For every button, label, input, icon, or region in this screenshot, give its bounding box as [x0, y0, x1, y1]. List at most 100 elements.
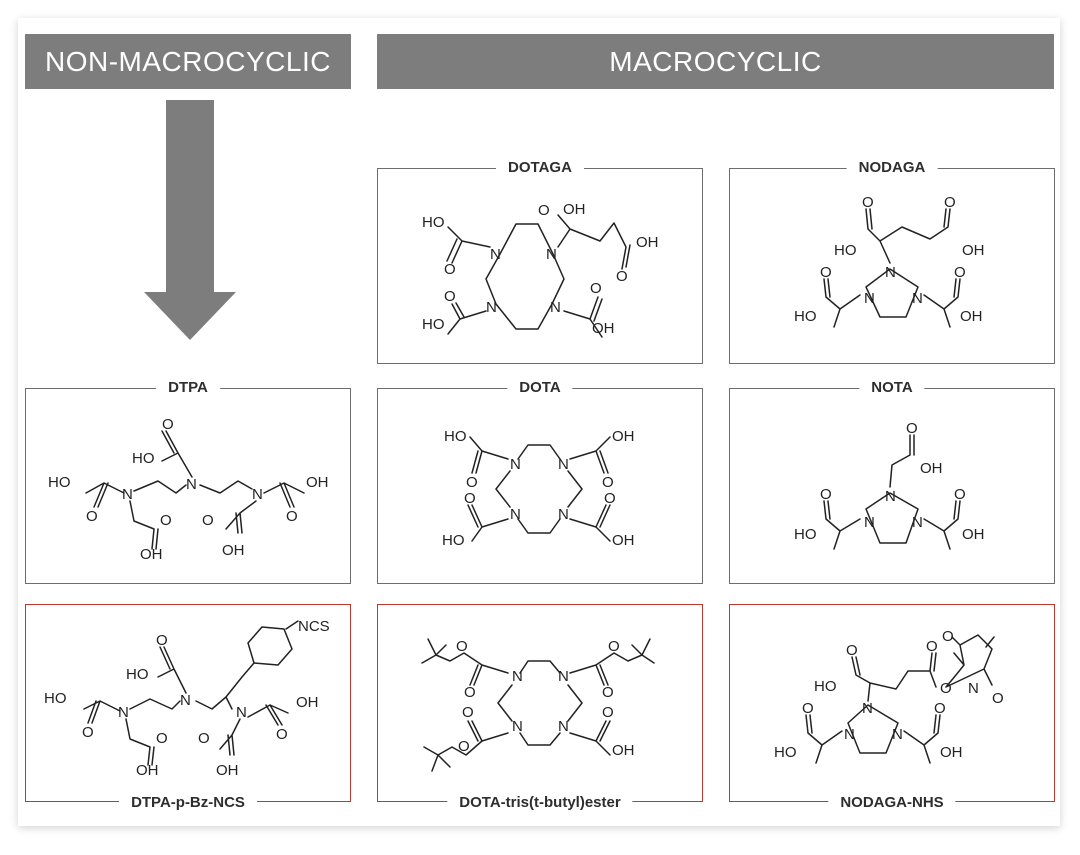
atom-oh: OH: [962, 526, 985, 543]
atom-oh: OH: [960, 308, 983, 325]
atom-o: O: [934, 700, 946, 717]
down-arrow-icon: [144, 100, 236, 340]
atom-ho: HO: [794, 308, 817, 325]
atom-n: N: [892, 726, 903, 743]
atom-o: O: [944, 194, 956, 211]
atom-oh: OH: [940, 744, 963, 761]
atom-n: N: [968, 680, 979, 697]
atom-ho: HO: [422, 214, 445, 231]
atom-ncs: NCS: [298, 618, 330, 635]
macrocyclic-header: MACROCYCLIC: [377, 34, 1054, 89]
atom-ho: HO: [774, 744, 797, 761]
atom-n: N: [510, 456, 521, 473]
atom-oh: OH: [306, 474, 329, 491]
atom-o: O: [616, 268, 628, 285]
atom-o: O: [202, 512, 214, 529]
card-dtpa-label: DTPA: [156, 379, 220, 396]
nodaga-nhs-structure: N N N O HO O O N O O O HO O OH: [774, 628, 1004, 764]
atom-o: O: [276, 726, 288, 743]
atom-n: N: [486, 299, 497, 316]
atom-o: O: [444, 288, 456, 305]
atom-n: N: [490, 246, 501, 263]
atom-ho: HO: [132, 450, 155, 467]
non-macrocyclic-title: NON-MACROCYCLIC: [45, 45, 331, 77]
atom-n: N: [512, 718, 523, 735]
dtpa-p-bz-ncs-structure: N N N NCS O HO HO O O OH OH O O OH: [44, 618, 330, 779]
atom-ho: HO: [44, 690, 67, 707]
card-dtpa-p-bz-ncs-label: DTPA-p-Bz-NCS: [119, 794, 257, 811]
atom-ho: HO: [814, 678, 837, 695]
atom-oh: OH: [962, 242, 985, 259]
atom-n: N: [558, 456, 569, 473]
atom-n: N: [118, 704, 129, 721]
atom-o: O: [602, 684, 614, 701]
atom-o: O: [82, 724, 94, 741]
dotaga-structure: N N N N HO O O OH OH O O HO O OH: [422, 201, 659, 338]
atom-ho: HO: [126, 666, 149, 683]
atom-n: N: [186, 476, 197, 493]
atom-o: O: [992, 690, 1004, 707]
atom-o: O: [156, 730, 168, 747]
card-nota-label: NOTA: [859, 379, 925, 396]
atom-o: O: [942, 628, 954, 645]
atom-o: O: [464, 684, 476, 701]
atom-o: O: [456, 638, 468, 655]
atom-o: O: [802, 700, 814, 717]
atom-n: N: [912, 514, 923, 531]
non-macrocyclic-header: NON-MACROCYCLIC: [25, 34, 351, 89]
card-nota: NOTA N N N O OH O HO O OH: [729, 379, 1055, 584]
atom-n: N: [864, 514, 875, 531]
atom-o: O: [906, 420, 918, 437]
card-dotaga: DOTAGA N N N N HO O O OH OH O O HO O OH: [377, 159, 703, 364]
dtpa-structure: N N N O HO HO O O OH OH O O OH: [48, 416, 329, 563]
atom-o: O: [464, 490, 476, 507]
atom-oh: OH: [612, 532, 635, 549]
nota-structure: N N N O OH O HO O OH: [794, 420, 985, 550]
atom-o: O: [590, 280, 602, 297]
atom-ho: HO: [834, 242, 857, 259]
atom-n: N: [864, 290, 875, 307]
atom-ho: HO: [444, 428, 467, 445]
atom-n: N: [862, 700, 873, 717]
atom-o: O: [940, 680, 952, 697]
atom-o: O: [156, 632, 168, 649]
atom-o: O: [846, 642, 858, 659]
atom-o: O: [198, 730, 210, 747]
card-nodaga: NODAGA N N N O HO O OH O HO O OH: [729, 159, 1055, 364]
atom-oh: OH: [296, 694, 319, 711]
atom-oh: OH: [920, 460, 943, 477]
atom-n: N: [122, 486, 133, 503]
atom-oh: OH: [136, 762, 159, 779]
atom-o: O: [462, 704, 474, 721]
atom-oh: OH: [216, 762, 239, 779]
atom-n: N: [546, 246, 557, 263]
atom-o: O: [608, 638, 620, 655]
card-dotaga-label: DOTAGA: [496, 159, 584, 176]
atom-oh: OH: [222, 542, 245, 559]
dota-tris-t-butyl-ester-structure: N N N N O O O O O O O OH: [421, 638, 655, 772]
atom-oh: OH: [612, 428, 635, 445]
nodaga-structure: N N N O HO O OH O HO O OH: [794, 194, 985, 328]
dota-structure: N N N N HO O OH O O HO O OH: [442, 428, 635, 549]
atom-o: O: [954, 264, 966, 281]
card-dota: DOTA N N N N HO O OH O O HO O OH: [377, 379, 703, 584]
atom-ho: HO: [794, 526, 817, 543]
card-dtpa-p-bz-ncs: DTPA-p-Bz-NCS N N N NCS O HO HO O O OH O…: [25, 604, 351, 811]
atom-n: N: [236, 704, 247, 721]
atom-oh: OH: [592, 320, 615, 337]
atom-n: N: [912, 290, 923, 307]
atom-n: N: [558, 506, 569, 523]
atom-n: N: [180, 692, 191, 709]
atom-oh: OH: [636, 234, 659, 251]
card-dota-tris-t-butyl-ester-label: DOTA-tris(t-butyl)ester: [447, 794, 633, 811]
atom-o: O: [602, 474, 614, 491]
atom-o: O: [602, 704, 614, 721]
atom-n: N: [885, 488, 896, 505]
atom-o: O: [862, 194, 874, 211]
atom-o: O: [160, 512, 172, 529]
atom-o: O: [162, 416, 174, 433]
card-dota-label: DOTA: [507, 379, 573, 396]
atom-o: O: [820, 486, 832, 503]
atom-n: N: [252, 486, 263, 503]
card-nodaga-label: NODAGA: [846, 159, 938, 176]
